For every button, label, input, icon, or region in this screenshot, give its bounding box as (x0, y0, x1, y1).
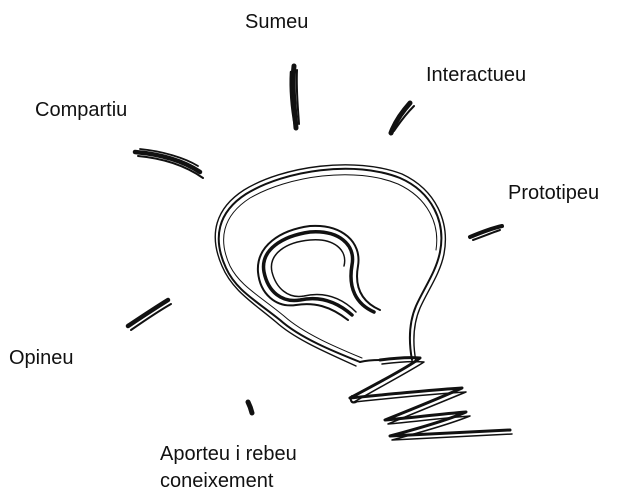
ray-right-icon (470, 226, 502, 240)
ray-left-icon (128, 300, 171, 330)
label-prototipeu: Prototipeu (508, 181, 599, 205)
ray-top-icon (291, 66, 299, 128)
bulb-base (350, 358, 512, 440)
ray-top-right-icon (391, 103, 414, 133)
label-compartiu: Compartiu (35, 98, 127, 122)
label-aporteu-line1: Aporteu i rebeu (160, 442, 297, 466)
bulb-outline (215, 165, 445, 366)
label-sumeu: Sumeu (245, 10, 308, 34)
ray-bottom-icon (248, 402, 252, 413)
ray-top-left-icon (135, 149, 203, 178)
label-interactueu: Interactueu (426, 63, 526, 87)
label-opineu: Opineu (9, 346, 74, 370)
label-aporteu-line2: coneixement (160, 469, 273, 493)
bulb-filament (258, 226, 380, 320)
